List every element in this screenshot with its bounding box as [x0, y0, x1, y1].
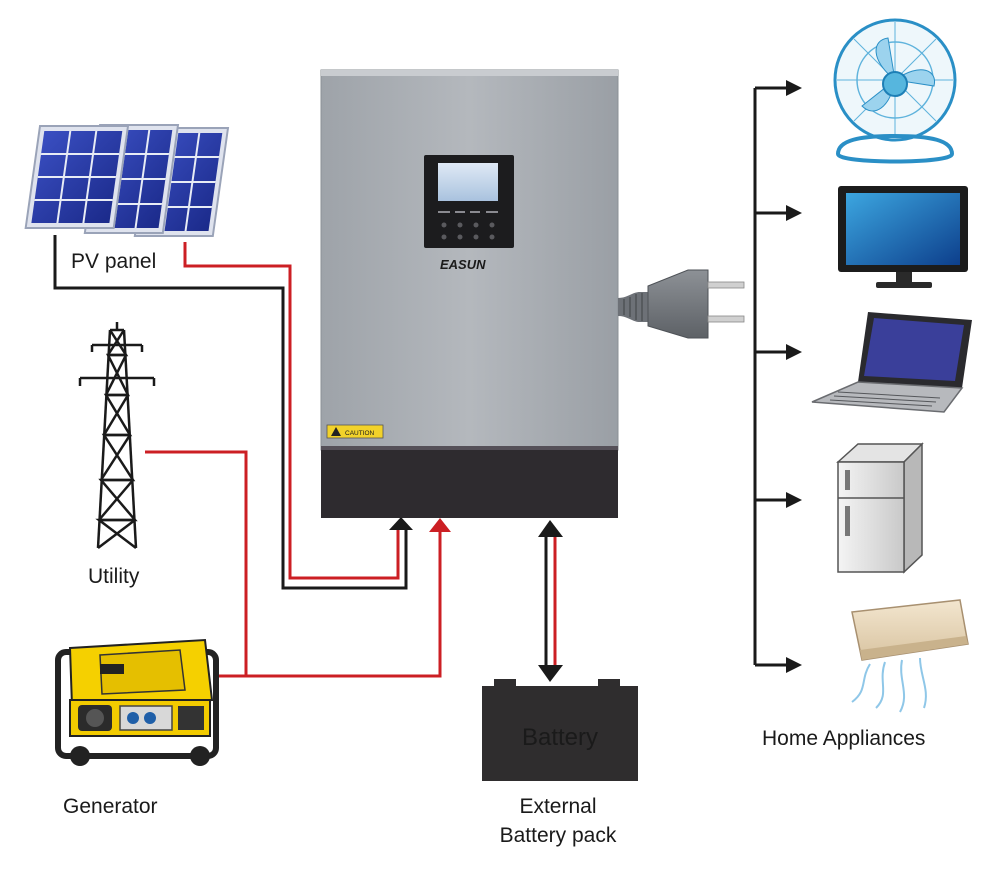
caution-icon — [331, 427, 341, 436]
external-battery-label-line2: Battery pack — [500, 824, 617, 847]
pv-input-arrow — [389, 517, 413, 530]
fan-arrow — [786, 80, 802, 96]
utility-red-wire — [145, 450, 248, 676]
generator-label: Generator — [63, 795, 158, 818]
fridge-icon — [836, 442, 924, 574]
tv-icon — [838, 186, 968, 288]
wires — [53, 80, 802, 682]
grid-input-arrow — [429, 518, 451, 532]
fridge-arrow — [786, 492, 802, 508]
generator-icon — [55, 638, 219, 766]
lcd-screen — [438, 163, 498, 201]
solar-panel-icon — [24, 124, 230, 237]
generator-red-wire — [215, 528, 442, 678]
fan-icon — [833, 18, 957, 164]
laptop-arrow — [786, 344, 802, 360]
pv-panel-label: PV panel — [71, 250, 156, 273]
external-battery-label-line1: External — [519, 795, 596, 818]
inverter-buttons — [441, 222, 495, 240]
air-conditioner-icon — [851, 599, 969, 713]
battery-up-arrow — [538, 520, 563, 537]
power-plug-icon — [618, 269, 745, 339]
battery-icon: Battery — [482, 679, 638, 781]
transmission-tower-icon — [78, 322, 156, 549]
caution-label: CAUTION — [345, 430, 375, 437]
tv-arrow — [786, 205, 802, 221]
home-appliances-label: Home Appliances — [762, 727, 925, 750]
battery-label: Battery — [522, 724, 598, 751]
ac-arrow — [786, 657, 802, 673]
brand-logo: EASUN — [440, 257, 486, 272]
laptop-icon — [811, 312, 972, 413]
pv-black-wire — [53, 235, 408, 590]
utility-label: Utility — [88, 565, 140, 588]
inverter-icon: EASUN CAUTION — [320, 69, 619, 518]
battery-down-arrow — [538, 665, 563, 682]
pv-red-wire — [183, 242, 400, 580]
